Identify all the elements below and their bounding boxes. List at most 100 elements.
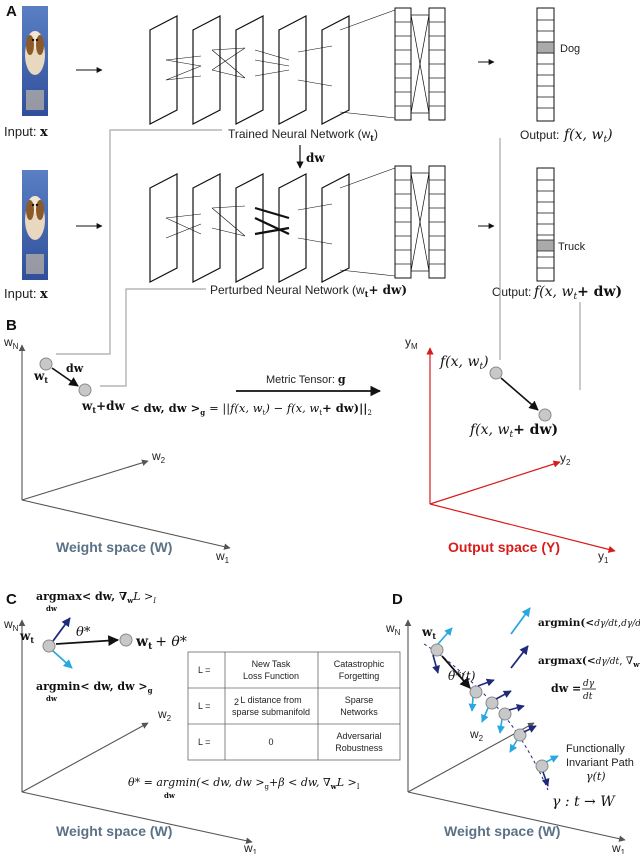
gamma-map-label: γ : t → W [552,794,616,810]
metric-equation: < dw, dw >g= ||f(x, wt) − f(x, wt+ dw)||… [130,401,372,417]
axis-w2-d: w2 [469,727,484,743]
output-axes-b [426,347,616,553]
path-label-1: Functionally [566,743,625,755]
loss-table-row: L = 0 Adversarial Robustness [198,731,383,753]
argmax-expression-c: argmax< dw, ∇wL >I [36,590,156,605]
axis-w1-c: w1 [243,841,258,854]
dw-frac-num: dγ [583,679,595,689]
class-dog-label: Dog [560,43,580,55]
argmax-under-c: dw [46,604,58,613]
panel-b-label: B [6,317,17,334]
svg-text:Robustness: Robustness [335,743,383,753]
panel-a-label: A [6,3,17,20]
svg-text:2: 2 [234,697,239,707]
input-label-top: Input: [4,124,37,139]
axis-w2-b: w2 [151,449,166,465]
point-wt-dw-b [78,383,92,397]
weight-axes-b [18,344,231,550]
axis-wn-b: wN [3,335,19,351]
svg-text:Loss Function: Loss Function [243,671,299,681]
perturbation-label: dw [306,151,325,165]
invariant-path [423,643,549,791]
theta-arrow-d [441,655,471,689]
svg-text:Networks: Networks [340,707,378,717]
input-var-bottom: x [40,287,48,302]
wt-label-b: wt [33,369,48,385]
legend-arrow-light [510,607,531,635]
weight-space-label-c: Weight space (W) [56,823,172,839]
axis-y2: y2 [560,451,571,467]
argmax-expression-d: argmax(<dγ/dt, ∇wL >I) [538,655,640,669]
point-f-top [489,366,503,380]
path-points-d [430,643,549,773]
weight-space-label-b: Weight space (W) [56,539,172,555]
f-top-label: f(x, wt) [439,354,489,372]
axis-wn-c: wN [3,617,19,633]
point-wt-b [39,357,53,371]
output-bottom-expr: f(x, wt+ dw) [533,284,622,302]
argmin-expression-d: argmin(<dγ/dt,dγ/dt>g) [538,617,640,631]
legend-arrow-dark [510,645,529,669]
svg-text:Sparse: Sparse [345,695,374,705]
f-bottom-label: f(x, wt+ dw) [469,422,558,440]
output-top-label: Output: [520,128,559,142]
f-arrow-b [500,377,539,411]
dw-arrow-b [51,367,79,387]
output-bottom-label: Output: [492,285,531,299]
connector-trained [56,129,222,355]
tangent-arrows-d [432,627,559,787]
axis-w1-b: w1 [215,549,230,565]
panel-c-label: C [6,591,17,608]
input-image-top [22,6,48,116]
trained-caption: Trained Neural Network (wt) [228,127,378,143]
wt-label-d: wt [421,625,436,641]
dw-label-b: dw [66,362,84,375]
wt-dw-label-b: wt+dw [81,399,125,415]
input-var-top: x [40,125,48,140]
theta-arrow-c [55,635,120,647]
point-f-bottom [538,408,552,422]
perturbed-caption: Perturbed Neural Network (wt+ dw) [210,283,407,299]
loss-table-row: L = New Task Loss Function Catastrophic … [198,659,385,681]
svg-text:Adversarial: Adversarial [336,731,381,741]
output-space-label: Output space (Y) [448,539,560,555]
argmin-under-c: dw [46,694,58,703]
svg-text:Forgetting: Forgetting [339,671,380,681]
trained-network [149,7,446,125]
weight-axes-d [404,619,626,842]
dw-frac-den: dt [583,692,593,702]
ascent-arrow-c [52,617,71,642]
theta-label-d: θ*(t) [448,669,476,683]
panel-d-label: D [392,591,403,608]
descent-arrow-c [52,650,73,669]
theta-equation-c: θ* = argmin(< dw, dw >g+β < dw, ∇wL >I [128,776,360,791]
metric-tensor-label: Metric Tensor:g [266,373,346,386]
point-theta-c [119,633,133,647]
class-truck-label: Truck [558,241,586,253]
axis-w2-c: w2 [157,707,172,723]
output-vector-bottom [536,167,555,282]
theta-label-c: θ* [76,625,91,640]
svg-text:Catastrophic: Catastrophic [334,659,385,669]
svg-text:L =: L = [198,665,210,675]
svg-text:New Task: New Task [252,659,291,669]
svg-text:L =: L = [198,701,210,711]
wt-label-c: wt [19,629,34,645]
input-image-bottom [22,170,48,280]
svg-text:sparse submanifold: sparse submanifold [232,707,310,717]
axis-wn-d: wN [385,621,401,637]
weight-axes-c [18,619,253,844]
svg-text:0: 0 [268,737,273,747]
svg-text:L =: L = [198,737,210,747]
output-top-expr: f(x, wt) [563,127,613,145]
wt-theta-label-c: wt+ θ* [135,634,187,652]
output-vector-top [536,7,555,122]
theta-equation-under: dw [164,791,176,800]
path-label-3: γ(t) [586,770,606,783]
input-label-bottom: Input: [4,286,37,301]
axis-y1: y1 [598,549,609,565]
axis-ym: yM [405,335,418,351]
perturbed-network [149,165,446,283]
loss-table [187,651,401,761]
